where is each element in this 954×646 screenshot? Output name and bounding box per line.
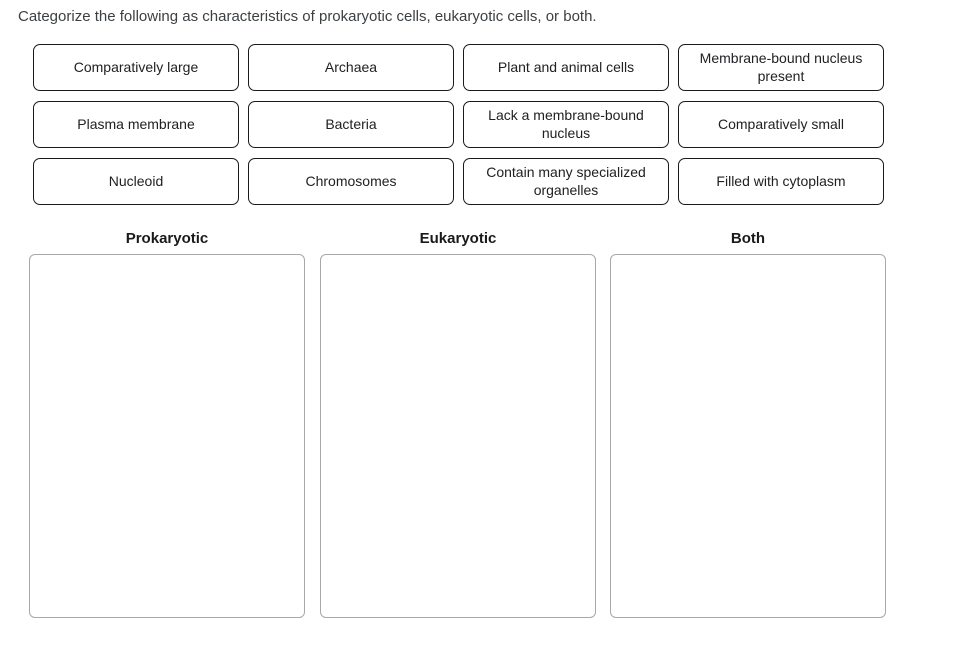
dropzone-eukaryotic[interactable] xyxy=(320,254,596,618)
chip-lack-a-membrane-bound-nucleus[interactable]: Lack a membrane-bound nucleus xyxy=(463,101,669,148)
chip-filled-with-cytoplasm[interactable]: Filled with cytoplasm xyxy=(678,158,884,205)
chip-plasma-membrane[interactable]: Plasma membrane xyxy=(33,101,239,148)
dropzone-prokaryotic[interactable] xyxy=(29,254,305,618)
label-both: Both xyxy=(730,230,766,247)
chip-contain-many-specialized-organelles[interactable]: Contain many specialized organelles xyxy=(463,158,669,205)
category-labels: Prokaryotic Eukaryotic Both xyxy=(29,230,886,247)
exercise-prompt: Categorize the following as characterist… xyxy=(18,8,597,25)
label-eukaryotic: Eukaryotic xyxy=(419,230,497,247)
chip-archaea[interactable]: Archaea xyxy=(248,44,454,91)
chip-bank: Comparatively large Archaea Plant and an… xyxy=(33,44,884,205)
chip-chromosomes[interactable]: Chromosomes xyxy=(248,158,454,205)
label-prokaryotic: Prokaryotic xyxy=(125,230,209,247)
chip-plant-and-animal-cells[interactable]: Plant and animal cells xyxy=(463,44,669,91)
drop-zones xyxy=(29,254,886,618)
dropzone-both[interactable] xyxy=(610,254,886,618)
chip-comparatively-small[interactable]: Comparatively small xyxy=(678,101,884,148)
chip-membrane-bound-nucleus-present[interactable]: Membrane-bound nucleus present xyxy=(678,44,884,91)
chip-nucleoid[interactable]: Nucleoid xyxy=(33,158,239,205)
chip-bacteria[interactable]: Bacteria xyxy=(248,101,454,148)
chip-comparatively-large[interactable]: Comparatively large xyxy=(33,44,239,91)
